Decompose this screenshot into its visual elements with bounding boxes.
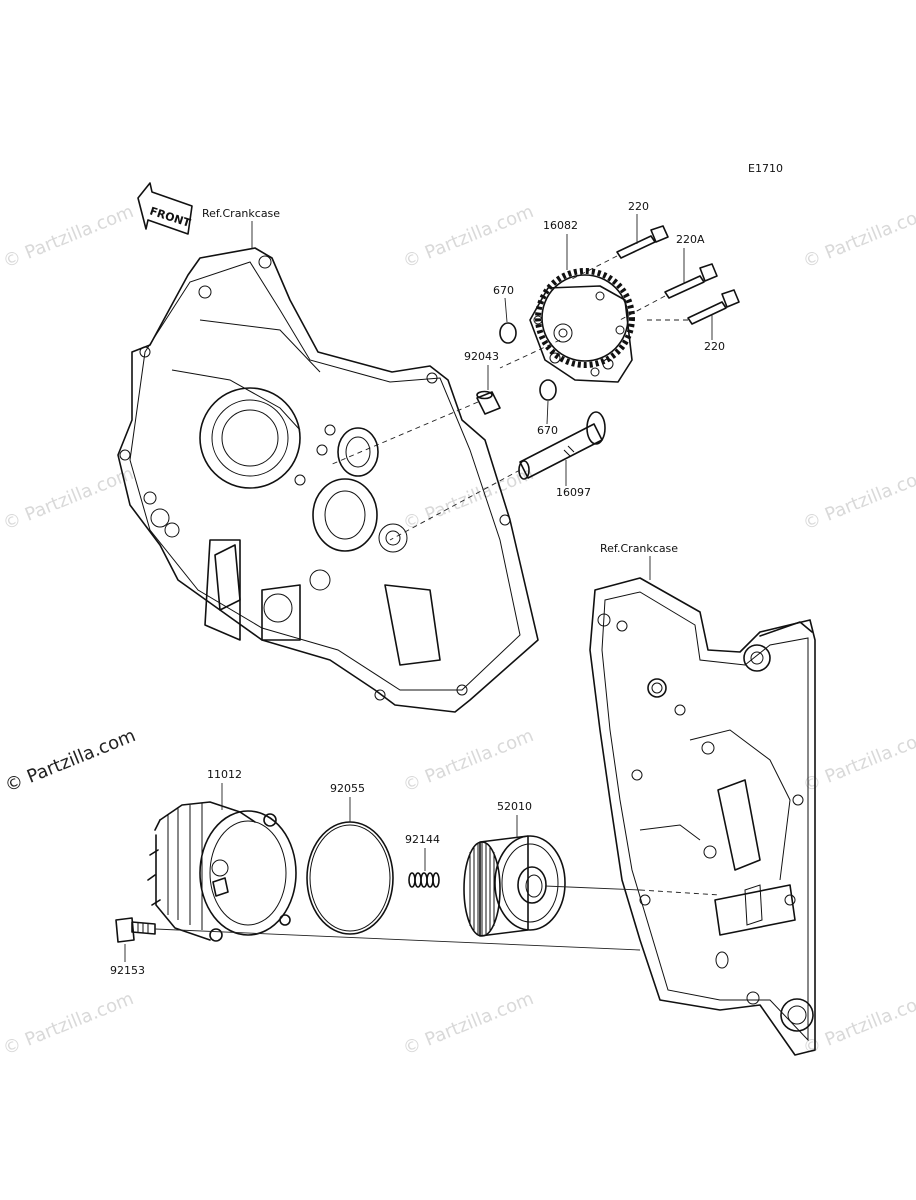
oil-pump-gear-drawing [529,268,635,383]
watermark-1: © Partzilla.com [0,201,137,273]
proj-filter-case-inner [639,889,721,896]
part-label-220A: 220A [676,233,705,246]
front-label: FRONT [148,204,192,230]
upper-crankcase-drawing [117,247,539,713]
proj-92043-case [329,401,479,466]
proj-pump-case [499,339,561,369]
watermark-8: © Partzilla.com [400,725,537,797]
watermark-4: © Partzilla.com [0,463,137,535]
bolt-220-top-drawing [616,225,669,259]
watermark-2: © Partzilla.com [400,201,537,273]
part-label-220-bottom: 220 [704,340,725,353]
part-label-11012: 11012 [207,768,242,781]
dowel-pin-92043-drawing [476,390,501,415]
part-label-670-bottom: 670 [537,424,558,437]
watermark-10: © Partzilla.com [0,988,137,1060]
bolt-220-bottom-drawing [687,289,740,325]
part-label-92153: 92153 [110,964,145,977]
part-label-92144: 92144 [405,833,440,846]
proj-bolt-case [154,928,641,951]
oil-filter-52010-drawing [463,835,566,937]
leader-670-bottom [546,400,549,425]
o-ring-92055-drawing [306,821,394,935]
bolt-220A-drawing [664,263,718,299]
part-label-16082: 16082 [543,219,578,232]
proj-shaft-case [389,469,521,541]
watermark-12: © Partzilla.com [800,988,916,1060]
front-arrow-icon: FRONT [137,182,193,235]
ref-crankcase-lower-label: Ref.Crankcase [600,542,678,555]
part-label-52010: 52010 [497,800,532,813]
oil-pump-shaft-16097-drawing [518,411,606,480]
watermark-6: © Partzilla.com [800,463,916,535]
watermark-5: © Partzilla.com [400,463,537,535]
watermark-7: © Partzilla.com [2,725,139,797]
watermark-3: © Partzilla.com [800,201,916,273]
part-label-670-top: 670 [493,284,514,297]
proj-filter-case [544,885,641,891]
o-ring-670-top-drawing [499,322,517,344]
o-ring-670-bottom-drawing [539,379,557,401]
part-label-220-top: 220 [628,200,649,213]
ref-crankcase-upper-label: Ref.Crankcase [202,207,280,220]
watermark-11: © Partzilla.com [400,988,537,1060]
leader-670-top [504,297,508,323]
watermarks: © Partzilla.com © Partzilla.com © Partzi… [0,201,916,1060]
bolt-92153-drawing [115,917,156,943]
watermark-9: © Partzilla.com [800,725,916,797]
diagram-code: E1710 [748,162,783,175]
part-label-16097: 16097 [556,486,591,499]
lower-crankcase-drawing [589,577,816,1056]
oil-filter-cover-11012-drawing [147,801,297,942]
part-label-92055: 92055 [330,782,365,795]
spring-92144-drawing [408,872,440,888]
part-label-92043: 92043 [464,350,499,363]
